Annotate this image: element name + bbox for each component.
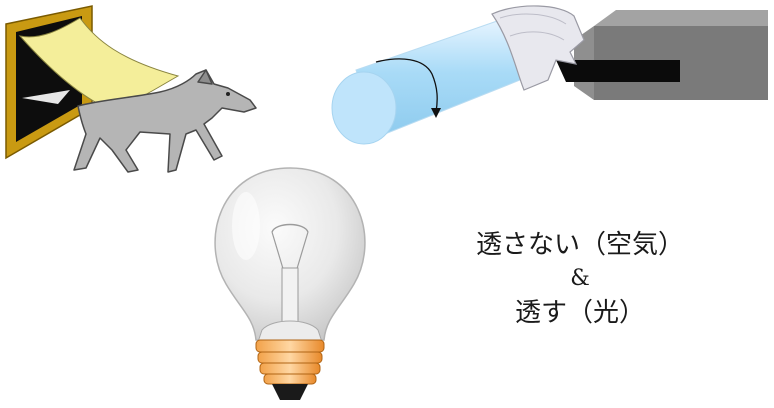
caption-line-1: 透さない（空気） <box>475 230 684 260</box>
flashlight-tube-icon <box>331 5 768 145</box>
light-bulb-icon <box>214 167 366 400</box>
caption-block: 透さない（空気） & 透す（光） <box>430 226 730 332</box>
caption-line-3: 透す（光） <box>514 298 645 328</box>
dog-icon <box>73 69 257 173</box>
dog-door-icon <box>5 5 180 160</box>
caption-ampersand: & <box>570 266 590 291</box>
